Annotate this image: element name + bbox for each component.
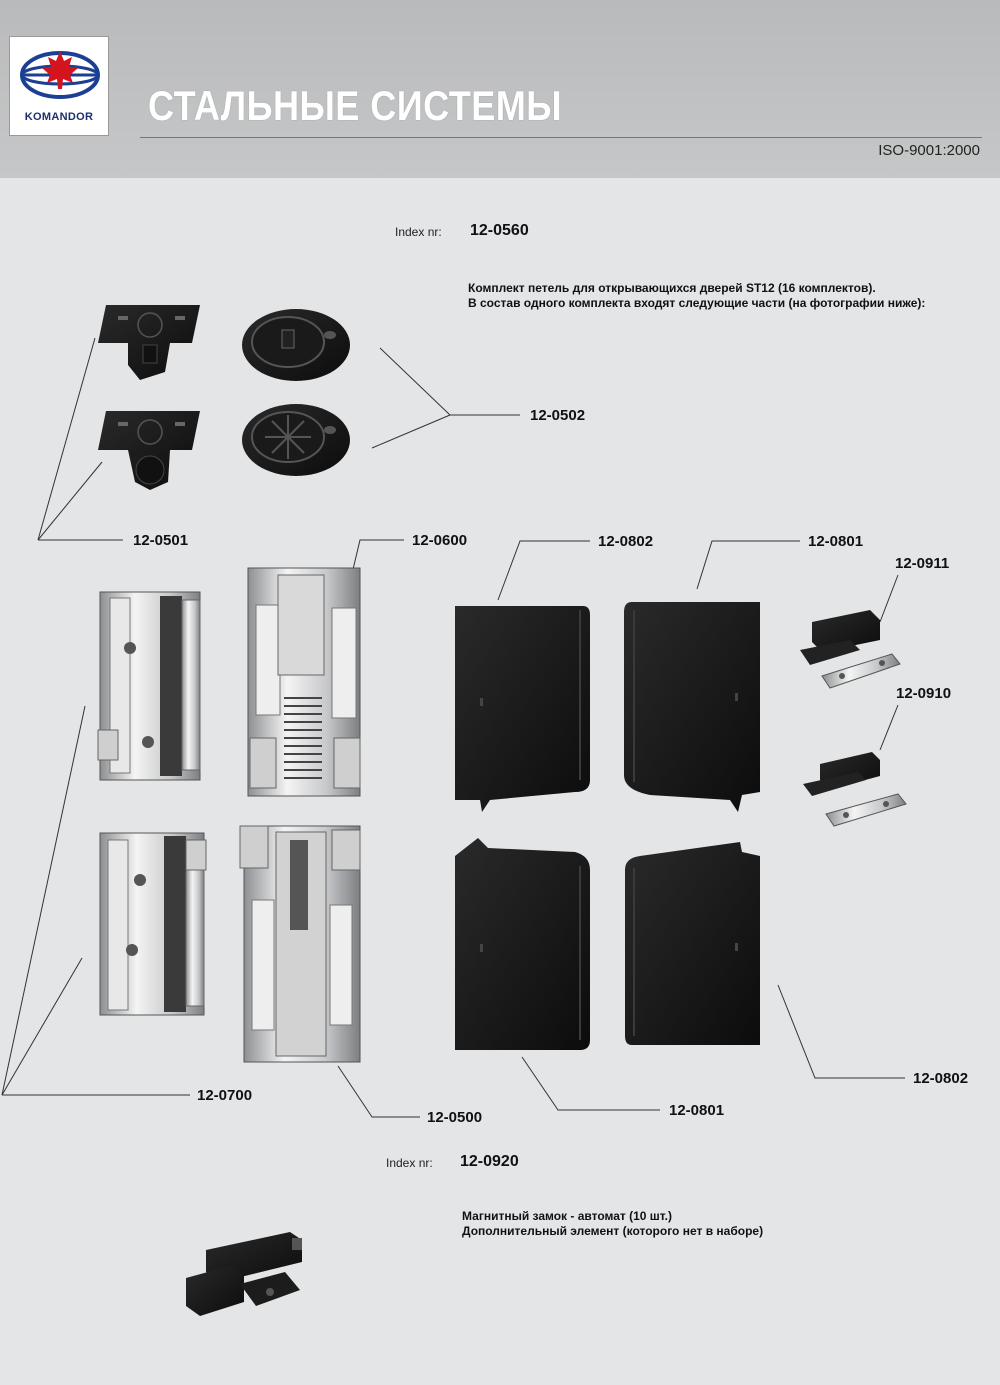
part-code-12-0801-top: 12-0801 bbox=[808, 533, 864, 550]
part-12-0920-push-lock bbox=[186, 1232, 302, 1316]
part-code-12-0700: 12-0700 bbox=[197, 1087, 253, 1104]
part-code-12-0911: 12-0911 bbox=[895, 555, 950, 572]
header-divider bbox=[140, 137, 982, 138]
part-12-0700-top bbox=[97, 591, 201, 781]
part-12-0802-bottom-left bbox=[455, 838, 590, 1050]
index-label-2: Index nr: bbox=[386, 1156, 433, 1170]
part-12-0910 bbox=[803, 752, 907, 827]
part-code-12-0801-bottom: 12-0801 bbox=[669, 1102, 725, 1119]
brand-name: KOMANDOR bbox=[24, 111, 94, 123]
part-12-0911 bbox=[800, 610, 901, 689]
page-header: KOMANDOR СТАЛЬНЫЕ СИСТЕМЫ ISO-9001:2000 bbox=[0, 0, 1000, 178]
part-12-0502-top bbox=[242, 309, 350, 381]
brand-logo: KOMANDOR bbox=[9, 36, 109, 136]
part-code-12-0501: 12-0501 bbox=[133, 532, 189, 549]
index-label-1: Index nr: bbox=[395, 225, 442, 239]
iso-certification: ISO-9001:2000 bbox=[878, 142, 980, 159]
part-12-0501-top bbox=[98, 305, 200, 380]
part-12-0600 bbox=[247, 567, 361, 797]
lock-description-line1: Магнитный замок - автомат (10 шт.) bbox=[462, 1209, 672, 1223]
part-12-0502-bottom bbox=[242, 404, 350, 476]
index-value-2: 12-0920 bbox=[460, 1153, 519, 1170]
part-12-0700-bottom bbox=[99, 832, 207, 1016]
part-code-12-0802-bottom: 12-0802 bbox=[913, 1070, 969, 1087]
page-title: СТАЛЬНЫЕ СИСТЕМЫ bbox=[148, 82, 563, 129]
part-code-12-0502: 12-0502 bbox=[530, 407, 586, 424]
part-code-12-0910: 12-0910 bbox=[896, 685, 952, 702]
part-12-0801-bottom-right bbox=[625, 842, 760, 1045]
globe-maple-leaf-icon bbox=[20, 51, 100, 99]
part-code-12-0802-top: 12-0802 bbox=[598, 533, 654, 550]
part-12-0802-top bbox=[455, 606, 590, 812]
index-value-1: 12-0560 bbox=[470, 222, 529, 239]
set-description-line2: В состав одного комплекта входят следующ… bbox=[468, 296, 926, 310]
part-code-12-0600: 12-0600 bbox=[412, 532, 468, 549]
part-code-12-0500: 12-0500 bbox=[427, 1109, 483, 1126]
lock-description-line2: Дополнительный элемент (которого нет в н… bbox=[462, 1224, 764, 1238]
part-12-0500 bbox=[239, 825, 361, 1063]
set-description-line1: Комплект петель для открывающихся дверей… bbox=[468, 281, 876, 295]
part-12-0501-bottom bbox=[98, 411, 200, 490]
part-12-0801-top bbox=[624, 602, 760, 812]
